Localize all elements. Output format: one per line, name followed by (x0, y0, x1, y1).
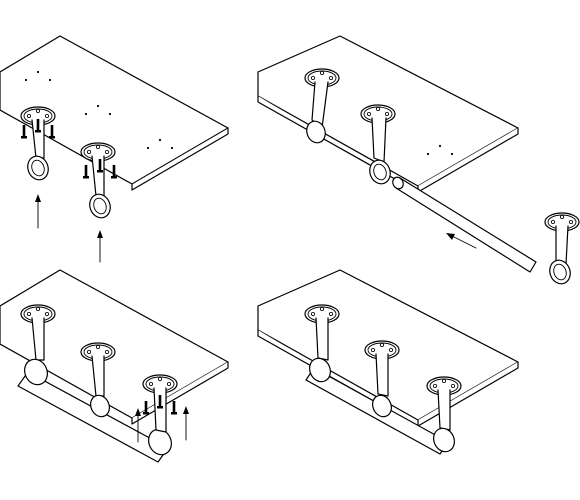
rail (17, 358, 172, 463)
bracket-middle (360, 104, 396, 185)
step-1-panel (0, 35, 229, 263)
end-bracket (544, 212, 580, 285)
step-3-panel (0, 269, 229, 463)
insert-arrow (446, 233, 477, 249)
bracket-end (142, 374, 178, 433)
up-arrows (135, 406, 189, 443)
marking-dots (24, 70, 174, 150)
bracket-middle (364, 340, 400, 397)
step-2-panel (257, 35, 580, 285)
marking-dots (426, 144, 454, 156)
rail (305, 357, 455, 455)
board (0, 35, 229, 191)
bracket-left (20, 304, 56, 361)
bracket-left (20, 106, 56, 181)
bracket-right (80, 142, 116, 219)
bracket-left (304, 68, 340, 144)
step-4-panel (257, 269, 519, 455)
rail (392, 176, 537, 273)
up-arrows (35, 194, 103, 263)
